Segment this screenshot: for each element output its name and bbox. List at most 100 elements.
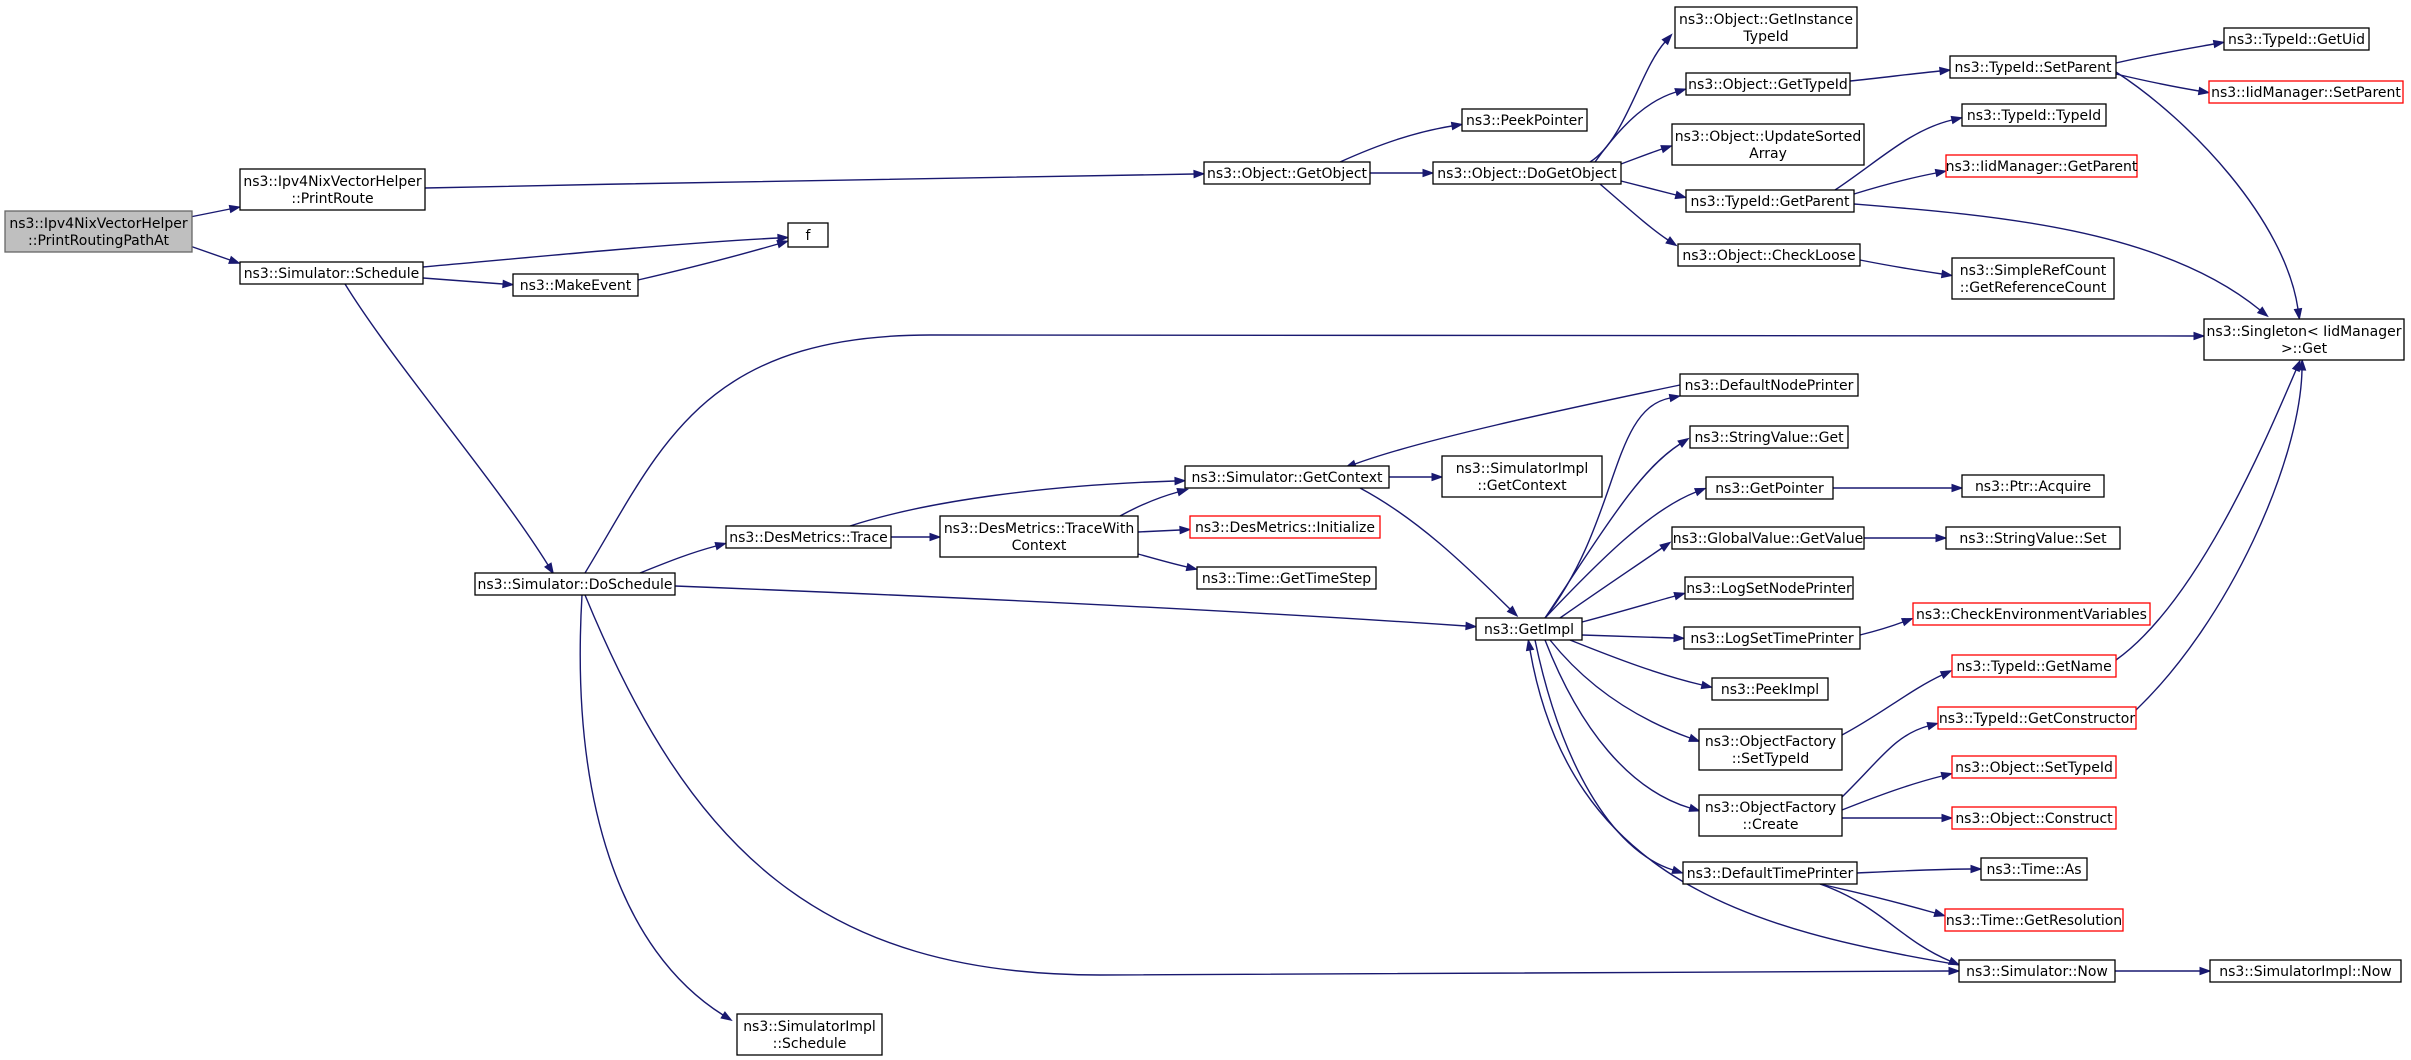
node-sim_schedule[interactable]: ns3::Simulator::Schedule — [239, 261, 424, 285]
node-simimpl_schedule[interactable]: ns3::SimulatorImpl::Schedule — [736, 1013, 883, 1056]
node-box[interactable] — [1949, 55, 2117, 79]
node-box[interactable] — [1961, 103, 2107, 127]
node-defaultnodeprinter[interactable]: ns3::DefaultNodePrinter — [1679, 373, 1859, 397]
node-typeid_getname[interactable]: ns3::TypeId::GetName — [1951, 654, 2117, 678]
node-box[interactable] — [1961, 474, 2105, 498]
node-box[interactable] — [474, 572, 676, 596]
node-box[interactable] — [1685, 189, 1855, 213]
node-stringvalue_set[interactable]: ns3::StringValue::Set — [1945, 526, 2121, 550]
node-box[interactable] — [1461, 108, 1588, 132]
node-box[interactable] — [939, 515, 1139, 558]
node-peekpointer[interactable]: ns3::PeekPointer — [1461, 108, 1588, 132]
node-box[interactable] — [1937, 706, 2137, 730]
node-box[interactable] — [1698, 728, 1843, 771]
node-box[interactable] — [1683, 626, 1861, 650]
node-simimpl_now[interactable]: ns3::SimulatorImpl::Now — [2209, 959, 2402, 983]
node-printroute[interactable]: ns3::Ipv4NixVectorHelper::PrintRoute — [239, 168, 426, 211]
node-obj_settypeid[interactable]: ns3::Object::SetTypeId — [1951, 755, 2117, 779]
node-desmetrics_trace[interactable]: ns3::DesMetrics::Trace — [725, 525, 892, 549]
node-refcount[interactable]: ns3::SimpleRefCount::GetReferenceCount — [1951, 257, 2115, 300]
node-box[interactable] — [1432, 161, 1622, 185]
node-box[interactable] — [1945, 154, 2138, 178]
node-desmetrics_init[interactable]: ns3::DesMetrics::Initialize — [1189, 515, 1381, 539]
node-singleton[interactable]: ns3::Singleton< IidManager>::Get — [2203, 318, 2405, 361]
node-box[interactable] — [1674, 6, 1858, 49]
node-box[interactable] — [239, 168, 426, 211]
node-typeid_typeid[interactable]: ns3::TypeId::TypeId — [1961, 103, 2107, 127]
node-box[interactable] — [1184, 465, 1390, 489]
node-globalvalue_get[interactable]: ns3::GlobalValue::GetValue — [1671, 526, 1865, 550]
node-of_settypeid[interactable]: ns3::ObjectFactory::SetTypeId — [1698, 728, 1843, 771]
node-box[interactable] — [1951, 806, 2117, 830]
node-stringvalue_get[interactable]: ns3::StringValue::Get — [1689, 425, 1849, 449]
node-box[interactable] — [1705, 476, 1834, 500]
node-iid_setparent[interactable]: ns3::IidManager::SetParent — [2208, 80, 2404, 104]
node-box[interactable] — [2203, 318, 2405, 361]
node-doschedule[interactable]: ns3::Simulator::DoSchedule — [474, 572, 676, 596]
node-box[interactable] — [1958, 959, 2116, 983]
node-box[interactable] — [512, 273, 639, 297]
node-box[interactable] — [787, 222, 829, 248]
node-box[interactable] — [1679, 373, 1859, 397]
node-iid_getparent[interactable]: ns3::IidManager::GetParent — [1945, 154, 2138, 178]
node-f[interactable]: f — [787, 222, 829, 248]
node-box[interactable] — [1189, 515, 1381, 539]
node-box[interactable] — [1677, 243, 1861, 267]
node-box[interactable] — [4, 210, 193, 253]
node-typeid_getparent[interactable]: ns3::TypeId::GetParent — [1685, 189, 1855, 213]
node-box[interactable] — [1951, 755, 2117, 779]
node-box[interactable] — [1682, 861, 1858, 885]
node-makeevent[interactable]: ns3::MakeEvent — [512, 273, 639, 297]
node-obj_gettypeid[interactable]: ns3::Object::GetTypeId — [1685, 72, 1851, 96]
node-simimpl_getcontext[interactable]: ns3::SimulatorImpl::GetContext — [1441, 455, 1603, 498]
node-peekimpl[interactable]: ns3::PeekImpl — [1711, 677, 1829, 701]
node-logsettime[interactable]: ns3::LogSetTimePrinter — [1683, 626, 1861, 650]
node-box[interactable] — [1945, 526, 2121, 550]
node-box[interactable] — [1711, 677, 1829, 701]
node-box[interactable] — [1951, 654, 2117, 678]
node-time_as[interactable]: ns3::Time::As — [1980, 857, 2088, 881]
node-defaulttimeprinter[interactable]: ns3::DefaultTimePrinter — [1682, 861, 1858, 885]
node-box[interactable] — [1698, 794, 1843, 837]
node-obj_construct[interactable]: ns3::Object::Construct — [1951, 806, 2117, 830]
node-box[interactable] — [2223, 27, 2370, 51]
node-getcontext[interactable]: ns3::Simulator::GetContext — [1184, 465, 1390, 489]
node-box[interactable] — [1689, 425, 1849, 449]
node-box[interactable] — [1944, 908, 2124, 932]
node-gettimestep[interactable]: ns3::Time::GetTimeStep — [1196, 566, 1377, 590]
node-getimpl[interactable]: ns3::GetImpl — [1475, 617, 1583, 641]
node-getpointer[interactable]: ns3::GetPointer — [1705, 476, 1834, 500]
node-checkenv[interactable]: ns3::CheckEnvironmentVariables — [1912, 602, 2151, 626]
node-box[interactable] — [725, 525, 892, 549]
node-box[interactable] — [1671, 123, 1865, 166]
node-box[interactable] — [736, 1013, 883, 1056]
node-box[interactable] — [1203, 161, 1371, 185]
node-checkloose[interactable]: ns3::Object::CheckLoose — [1677, 243, 1861, 267]
node-dogetobject[interactable]: ns3::Object::DoGetObject — [1432, 161, 1622, 185]
node-getobject[interactable]: ns3::Object::GetObject — [1203, 161, 1371, 185]
node-typeid_getctor[interactable]: ns3::TypeId::GetConstructor — [1937, 706, 2137, 730]
node-box[interactable] — [1951, 257, 2115, 300]
node-sim_now[interactable]: ns3::Simulator::Now — [1958, 959, 2116, 983]
node-box[interactable] — [2209, 959, 2402, 983]
node-box[interactable] — [1684, 576, 1854, 600]
node-box[interactable] — [2208, 80, 2404, 104]
node-box[interactable] — [239, 261, 424, 285]
node-box[interactable] — [1671, 526, 1865, 550]
node-ptr_acquire[interactable]: ns3::Ptr::Acquire — [1961, 474, 2105, 498]
node-logsetnode[interactable]: ns3::LogSetNodePrinter — [1684, 576, 1854, 600]
node-box[interactable] — [1475, 617, 1583, 641]
node-getresolution[interactable]: ns3::Time::GetResolution — [1944, 908, 2124, 932]
node-box[interactable] — [1196, 566, 1377, 590]
node-of_create[interactable]: ns3::ObjectFactory::Create — [1698, 794, 1843, 837]
node-box[interactable] — [1441, 455, 1603, 498]
node-box[interactable] — [1685, 72, 1851, 96]
node-box[interactable] — [1980, 857, 2088, 881]
node-getuid[interactable]: ns3::TypeId::GetUid — [2223, 27, 2370, 51]
node-box[interactable] — [1912, 602, 2151, 626]
node-setparent[interactable]: ns3::TypeId::SetParent — [1949, 55, 2117, 79]
node-root[interactable]: ns3::Ipv4NixVectorHelper::PrintRoutingPa… — [4, 210, 193, 253]
